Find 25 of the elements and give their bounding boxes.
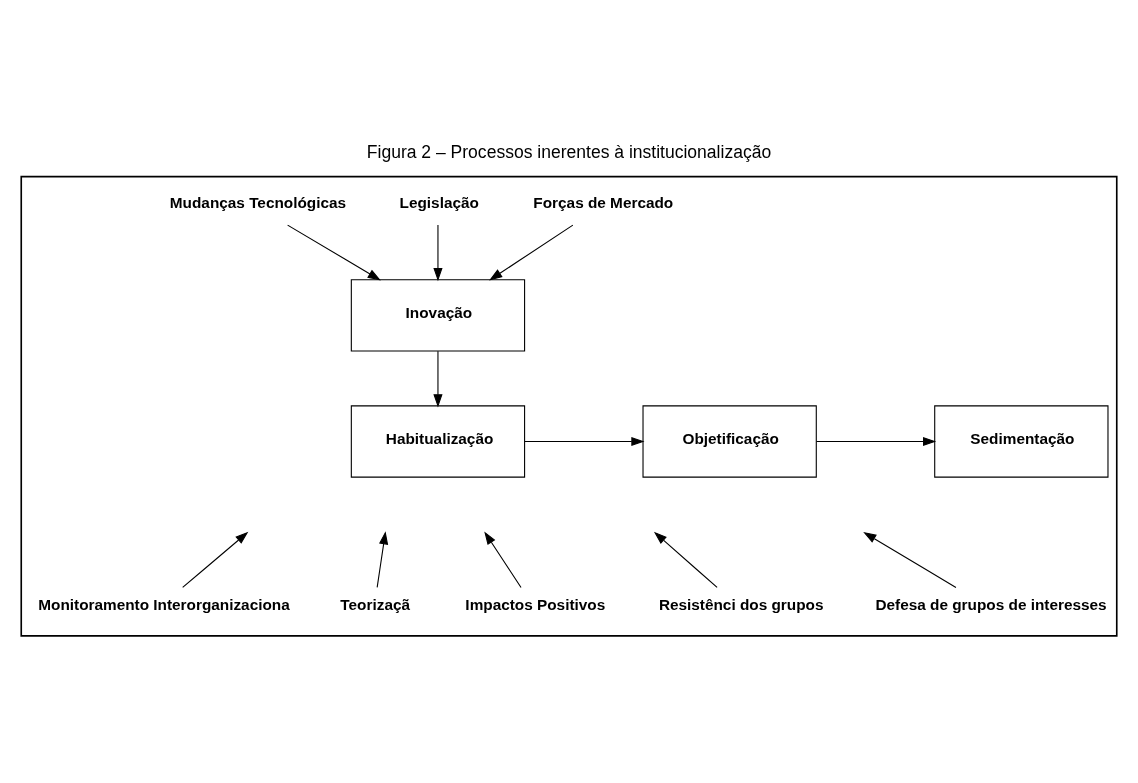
arrow — [489, 224, 574, 280]
node-box: Inovação — [350, 278, 526, 352]
node-text: Defesa de grupos de interesses — [875, 595, 1107, 613]
arrow — [484, 530, 522, 588]
node-text: Impactos Positivos — [465, 595, 606, 613]
node-text: Legislação — [399, 193, 479, 211]
node-text: Teorizaçã — [340, 595, 411, 613]
arrow — [653, 531, 718, 588]
node-text: Forças de Mercado — [533, 193, 674, 211]
node-box: Objetificação — [642, 404, 817, 478]
arrow — [287, 224, 381, 280]
arrow — [182, 531, 249, 588]
arrow — [863, 531, 957, 588]
node-box: Habitualização — [350, 404, 526, 478]
arrow — [524, 436, 645, 446]
arrow — [433, 224, 443, 281]
cluster — [20, 175, 1118, 637]
diagram-title: Figura 2 – Processos inerentes à institucionalização — [366, 141, 772, 162]
node-box: Sedimentação — [934, 404, 1109, 478]
arrow — [433, 350, 443, 407]
node-text: Monitoramento Interorganizaciona — [38, 595, 290, 613]
arrow — [376, 530, 389, 588]
node-text: Resistênci dos grupos — [658, 595, 824, 613]
arrow — [816, 436, 937, 446]
node-text: Mudanças Tecnológicas — [169, 193, 347, 211]
